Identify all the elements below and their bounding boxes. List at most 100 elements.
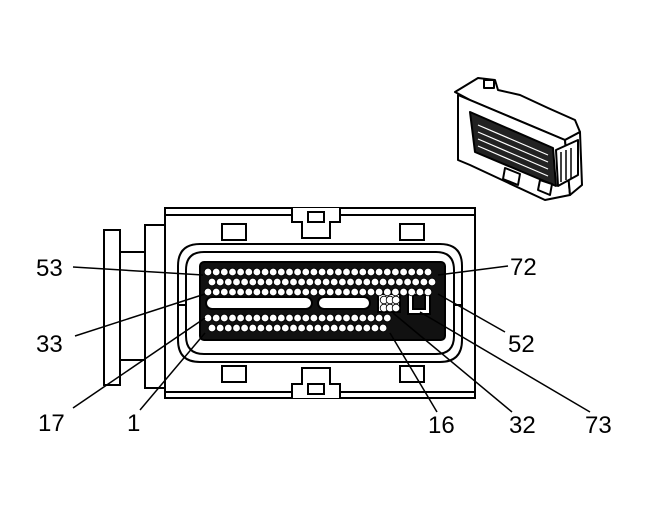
pin-cavity [342,313,351,323]
pin-cavity [317,267,327,277]
pin-cavity [244,313,253,323]
leader-1 [139,332,206,411]
pin-cavity [305,323,314,333]
pin-cavity [334,287,343,297]
pin-cavity [285,267,294,277]
pin-cavity [338,323,347,333]
pin-cavity [224,277,233,287]
key-slot-right [317,296,371,310]
pin-label-33: 33 [36,331,63,358]
pin-cavity [256,323,266,333]
pin-cavity [391,303,401,313]
pin-cavity [383,313,392,323]
pin-cavity [228,267,237,277]
leader-33 [74,293,206,337]
pin-cavity [252,267,262,277]
pin-label-16: 16 [428,412,455,439]
pin-cavity [228,287,237,297]
left-mounting-bracket [103,224,166,389]
pin-cavity [391,295,401,305]
pin-cavity [215,277,225,287]
leader-52 [437,293,506,333]
pin-cavity [236,267,245,277]
pin-cavity [399,287,408,297]
pin-cavity [354,277,363,287]
pin-cavity [321,323,331,333]
pin-cavity [289,323,298,333]
pin-cavity [346,277,355,287]
pin-cavity [399,267,408,277]
pin-cavity [220,267,229,277]
pin-cavity [236,287,245,297]
pin-cavity [289,277,298,287]
pin-cavity [207,323,217,333]
pin-cavity [403,277,412,287]
pin-cavity [260,287,270,297]
pin-cavity [309,313,319,323]
pin-cavity [391,267,400,277]
pin-cavity [252,313,262,323]
pin-cavity [423,267,433,277]
pin-cavity [277,287,286,297]
pin-cavity [378,277,388,287]
pin-cavity [391,287,400,297]
pin-cavity [350,267,359,277]
pin-cavity [374,267,384,277]
pin-cavity [350,313,359,323]
pin-cavity [203,267,213,277]
pin-cavity [350,287,359,297]
pin-cavity [338,277,347,287]
pin-cavity [383,267,392,277]
pin-cavity [305,277,314,287]
pin-cavity [301,287,310,297]
pin-cavity [260,313,270,323]
pin-cavity [358,287,367,297]
pin-cavity [362,277,371,287]
pin-cavity [248,277,257,287]
pin-cavity [387,277,396,287]
pin-cavity [358,267,367,277]
pin-label-17: 17 [38,410,65,437]
pin-label-32: 32 [509,412,536,439]
pin-cavity [334,313,343,323]
pin-cavity [281,277,290,287]
pin-cavity [211,267,221,277]
pin-cavity [309,287,319,297]
connector-isometric-view [454,77,583,201]
pin-cavity [220,287,229,297]
pin-cavity [297,277,306,287]
pin-cavity [252,287,262,297]
pin-cavity [415,287,425,297]
pin-cavity [346,323,355,333]
leader-32 [392,312,513,413]
connector-face-view [103,207,476,399]
pin-cavity [374,287,384,297]
pin-cavity [301,313,310,323]
pin-cavity [277,267,286,277]
pin-cavity [281,323,290,333]
pin-cavity [358,313,367,323]
pin-cavity [366,287,376,297]
pin-cavity [317,287,327,297]
pin-cavity [269,287,278,297]
pin-label-53: 53 [36,255,63,282]
pin-cavity [260,267,270,277]
pin-cavity [224,323,233,333]
pin-cavity [215,323,225,333]
pin-cavity [228,313,237,323]
pin-cavity [342,287,351,297]
pin-label-73: 73 [585,412,612,439]
pin-cavity [203,287,213,297]
pin-cavity [248,323,257,333]
pin-cavity [313,323,323,333]
pin-cavity [334,267,343,277]
pin-cavity [330,323,339,333]
pin-cavity [207,277,217,287]
pin-cavity [342,267,351,277]
pin-cavity [244,287,253,297]
pin-cavity [378,323,388,333]
pin-cavity [277,313,286,323]
pin-cavity [419,277,429,287]
pin-cavity [236,313,245,323]
